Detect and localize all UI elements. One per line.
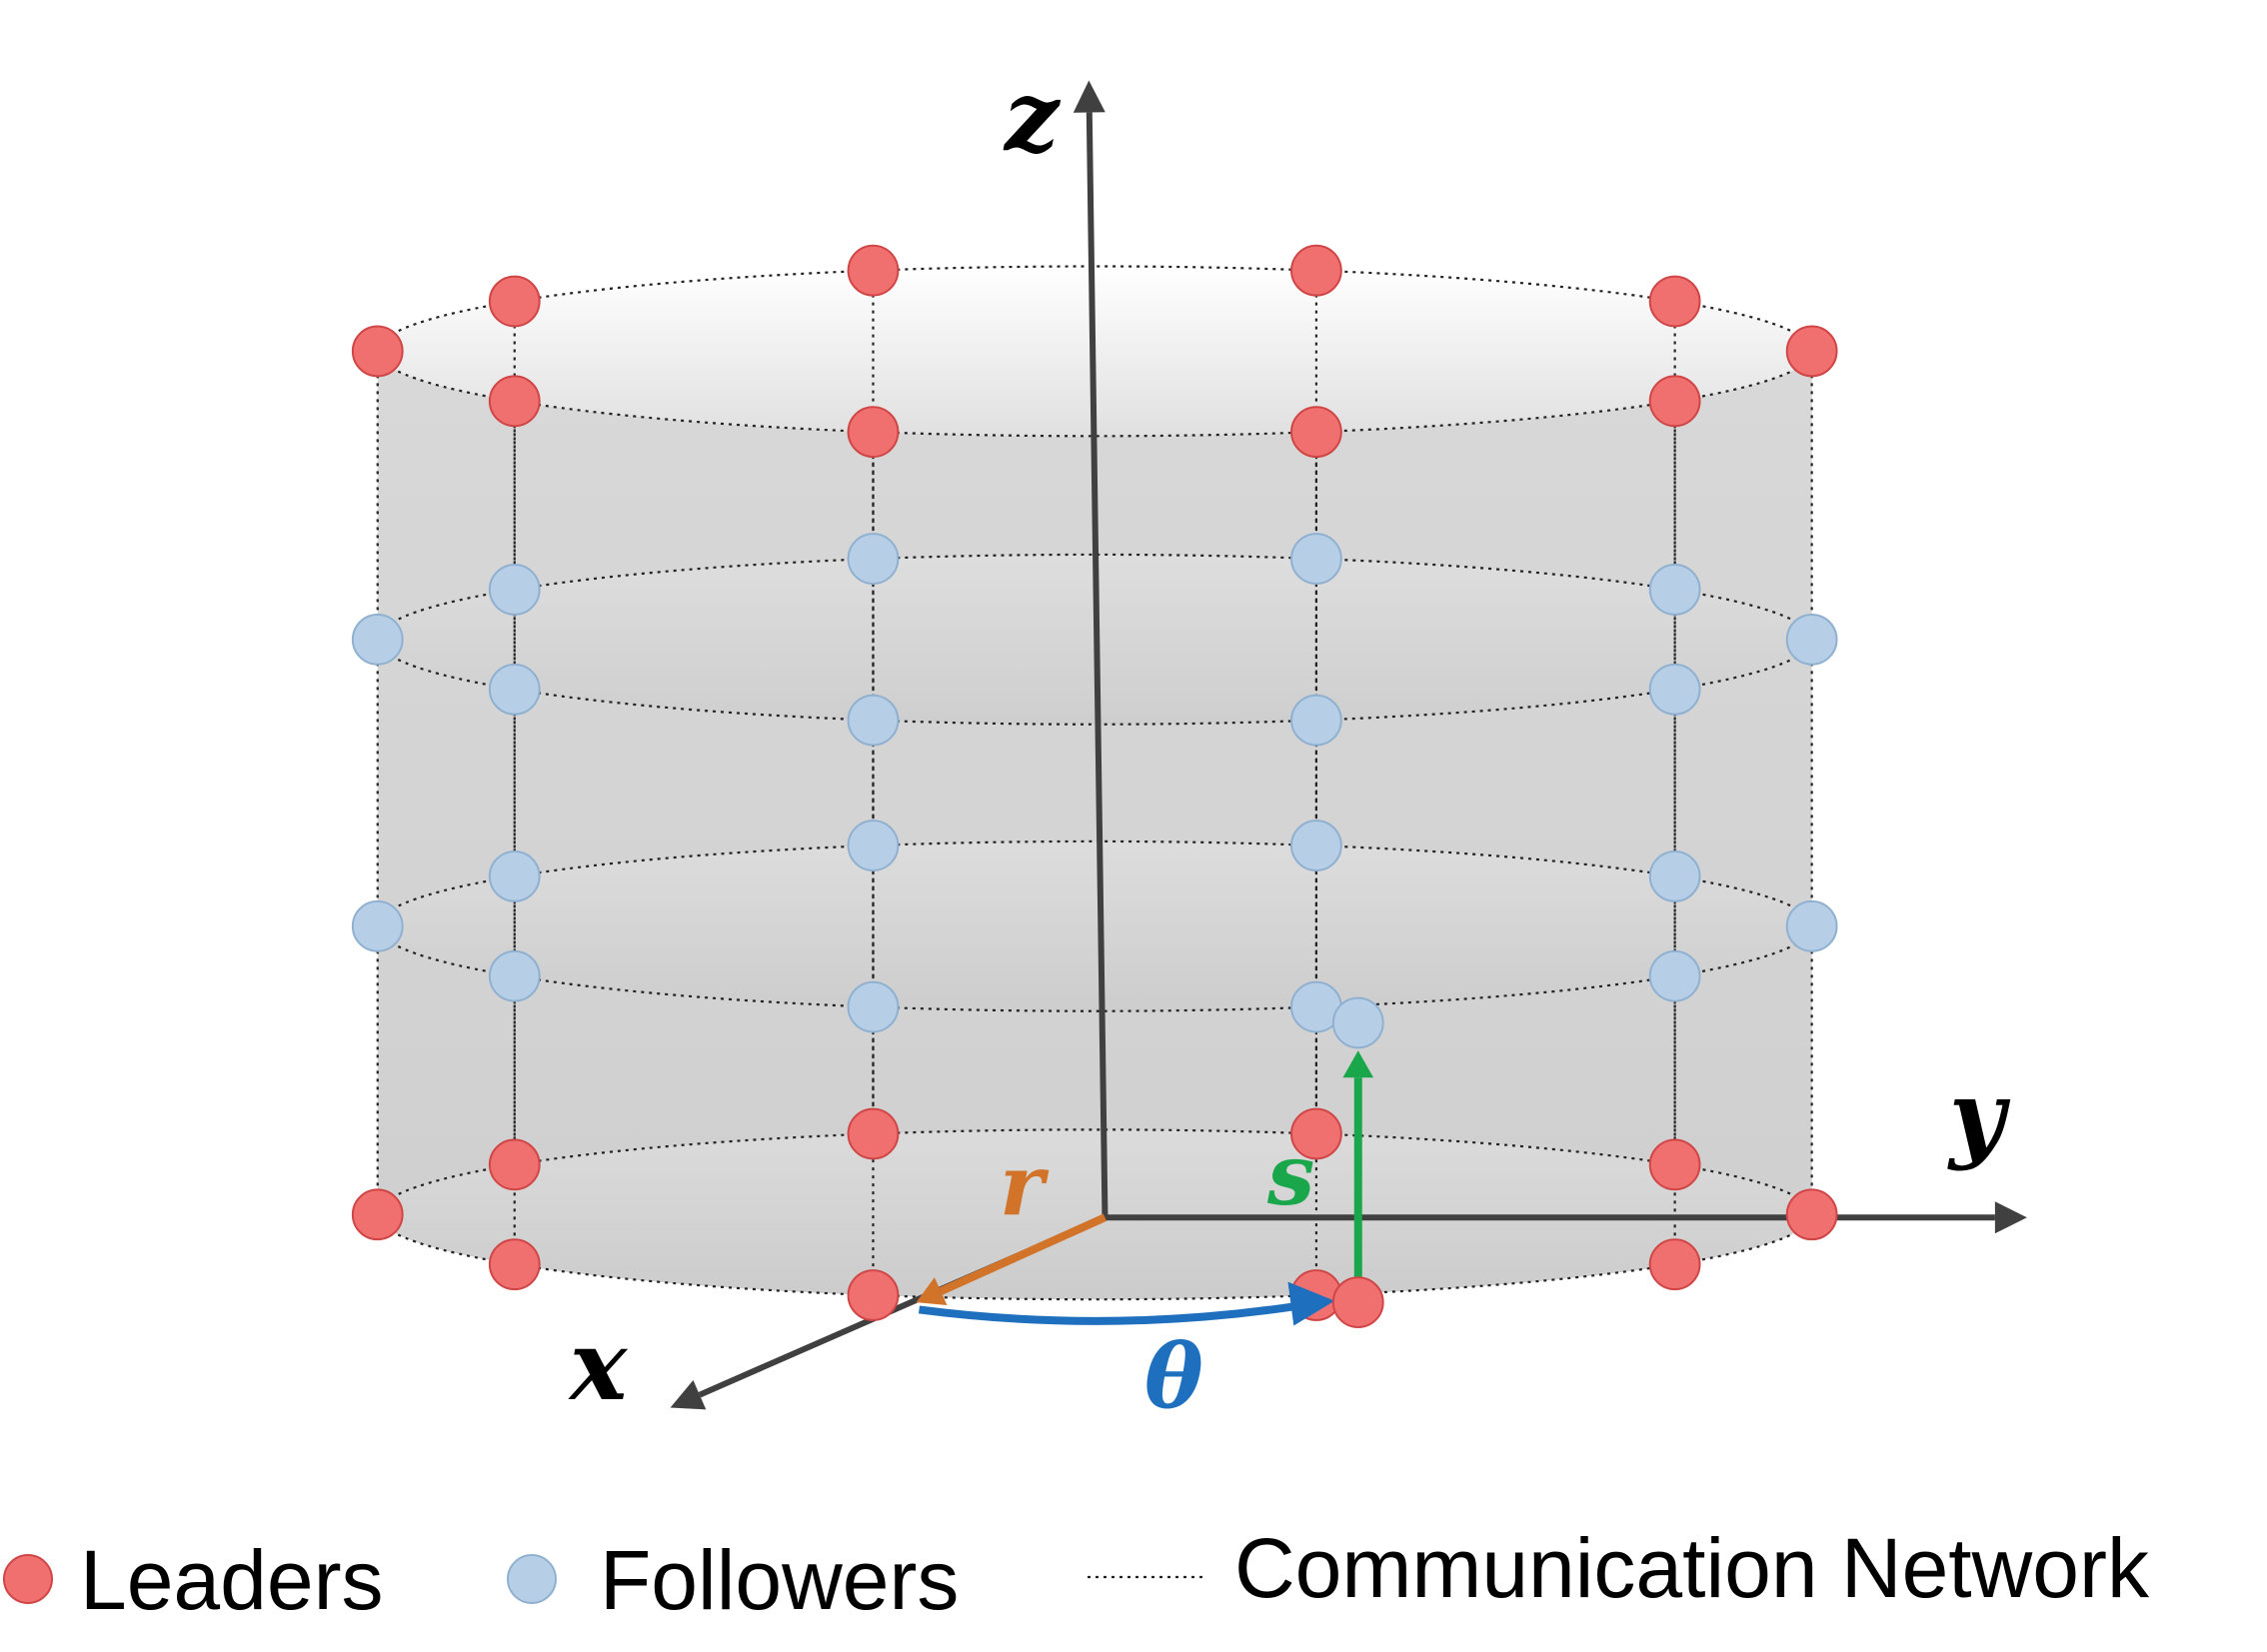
leader-node-1-5 — [1648, 375, 1701, 428]
r-label: r — [1000, 1135, 1050, 1234]
leader-node-4-1 — [351, 1188, 404, 1241]
x-axis-label: x — [568, 1309, 629, 1422]
ring-shade-2 — [377, 840, 1812, 1011]
leader-node-anchor — [1331, 1276, 1384, 1329]
leader-node-1-3 — [847, 406, 900, 459]
agent-nodes — [351, 244, 1838, 1321]
leader-node-4-10 — [488, 1138, 541, 1191]
ring-shade-3 — [377, 1129, 1812, 1300]
legend-leader-swatch — [3, 1554, 53, 1604]
legend-network-label: Communication Network — [1234, 1521, 2150, 1615]
legend-leaders-label: Leaders — [80, 1533, 384, 1627]
follower-node-3-2 — [488, 949, 541, 1002]
follower-node-2-5 — [1648, 663, 1701, 716]
leader-node-1-6 — [1785, 325, 1838, 378]
follower-node-3-7 — [1648, 850, 1701, 902]
leader-node-1-4 — [1290, 406, 1342, 459]
s-label: s — [1266, 1125, 1314, 1224]
follower-node-2-1 — [351, 613, 404, 666]
follower-node-2-4 — [1290, 694, 1342, 747]
leader-node-1-8 — [1290, 244, 1342, 297]
follower-node-2-3 — [847, 694, 900, 747]
leader-node-1-7 — [1648, 275, 1701, 328]
theta-arrow — [918, 1281, 1335, 1326]
leader-node-4-6 — [1785, 1188, 1838, 1241]
follower-node-3-6 — [1785, 899, 1838, 952]
follower-node-3-9 — [847, 820, 900, 871]
cylindrical-parameters — [916, 996, 1384, 1329]
y-axis-label: y — [1947, 1059, 2011, 1172]
leader-node-4-8 — [1290, 1107, 1342, 1160]
z-axis-label: z — [1003, 60, 1062, 173]
cylinder-surface — [377, 266, 1812, 1300]
follower-node-2-9 — [847, 533, 900, 585]
r-arrow — [916, 1213, 1108, 1305]
follower-node-3-5 — [1648, 949, 1701, 1002]
coordinate-axes — [670, 80, 2027, 1410]
follower-node-2-8 — [1290, 533, 1342, 585]
follower-node-2-7 — [1648, 564, 1701, 616]
legend: Leaders Followers Communication Network — [3, 1521, 2150, 1627]
follower-node-3-3 — [847, 980, 900, 1033]
follower-node-2-6 — [1785, 613, 1838, 666]
follower-node-anchor — [1331, 996, 1384, 1049]
legend-follower-swatch — [507, 1554, 557, 1604]
leader-node-4-7 — [1648, 1138, 1701, 1191]
follower-node-3-1 — [351, 899, 404, 952]
follower-node-3-10 — [488, 850, 541, 902]
leader-node-4-9 — [847, 1107, 900, 1160]
z-axis — [1073, 80, 1109, 1218]
follower-node-2-10 — [488, 564, 541, 616]
legend-followers-label: Followers — [600, 1533, 959, 1627]
leader-node-4-2 — [488, 1238, 541, 1291]
theta-label: θ — [1144, 1324, 1203, 1428]
y-axis — [1105, 1201, 2027, 1234]
follower-node-3-8 — [1290, 820, 1342, 871]
leader-node-1-9 — [847, 244, 900, 297]
leader-node-4-5 — [1648, 1238, 1701, 1291]
follower-node-2-2 — [488, 663, 541, 716]
leader-node-1-1 — [351, 325, 404, 378]
s-arrow — [1342, 1050, 1374, 1303]
leader-node-1-10 — [488, 275, 541, 328]
leader-node-1-2 — [488, 375, 541, 428]
leader-node-4-3 — [847, 1269, 900, 1321]
